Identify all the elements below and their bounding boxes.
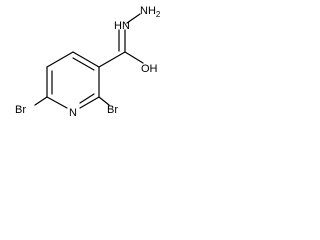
- atom-label-br-left: Br: [15, 104, 26, 116]
- bond-c4-c5: [46, 51, 74, 68]
- bond-c6-br-left: [34, 96, 48, 106]
- bond-carbonyl-oh: [124, 51, 144, 64]
- atom-label-nh-inner: HN: [114, 20, 130, 32]
- double-bond-c3-c4-inner: [72, 57, 95, 71]
- bond-c6-n1: [46, 96, 68, 109]
- atom-label-nh2-main: NH: [140, 5, 156, 17]
- bond-c2-br-right: [98, 96, 110, 106]
- bond-c3-carbonyl: [98, 51, 126, 68]
- atom-label-nh2: NH2: [140, 5, 161, 19]
- atom-label-oh: OH: [141, 63, 158, 75]
- bond-nh-nh2: [126, 13, 141, 24]
- atom-label-ring-n: N: [69, 107, 77, 119]
- bond-n1-c2: [79, 96, 100, 109]
- pyridine-ring: [46, 51, 100, 109]
- double-bond-n1-c2-inner: [79, 93, 95, 104]
- atom-label-nh2-subscript: 2: [156, 10, 161, 19]
- substituent-bonds: [34, 13, 144, 106]
- atom-label-br-right: Br: [107, 104, 118, 116]
- chemical-structure: HN NH2 OH N Br Br: [15, 5, 161, 119]
- bond-c3-c4: [72, 51, 100, 68]
